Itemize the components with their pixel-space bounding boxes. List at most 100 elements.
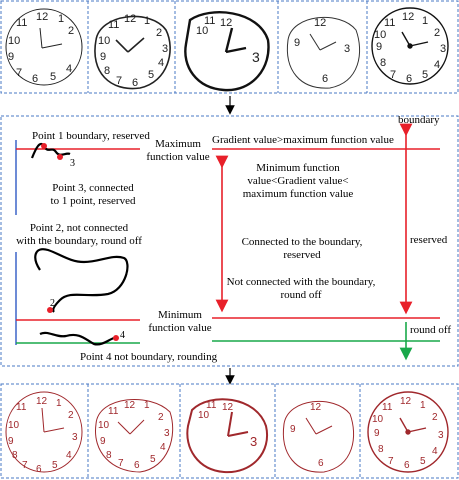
output-clock-2-num-9: 9 [100, 436, 106, 447]
output-clock-5-num-11: 11 [382, 402, 393, 413]
input-clock-3 [184, 11, 270, 92]
output-clock-5-num-5: 5 [420, 456, 426, 467]
curve-points-1-3 [30, 142, 71, 159]
reserved-label: reserved [410, 234, 448, 246]
output-clock-5-num-3: 3 [438, 430, 444, 441]
output-clock-1-num-6: 6 [36, 464, 42, 475]
max-function-label: Maximum function value [138, 138, 218, 164]
boundary-label: boundary [398, 114, 440, 126]
not-connected-label: Not connected with the boundary, round o… [206, 276, 396, 302]
point-2-marker: 2 [50, 298, 55, 309]
output-clock-2 [95, 399, 174, 473]
point-2-label-line-1: Point 2, not connected [29, 222, 129, 234]
input-clock-2-num-7: 7 [116, 75, 122, 87]
output-clock-1-num-8: 8 [12, 450, 18, 461]
input-clock-1-num-7: 7 [16, 67, 22, 79]
input-clock-4-num-3: 3 [344, 43, 350, 55]
point-3-label-line-2: to 1 point, reserved [50, 195, 136, 207]
output-clock-1 [5, 391, 83, 473]
input-clock-1-num-4: 4 [66, 63, 72, 75]
input-clock-5-num-8: 8 [380, 57, 386, 69]
output-clock-2-num-2: 2 [158, 412, 164, 423]
input-clock-2-num-10: 10 [98, 35, 110, 47]
output-clock-5-num-12: 12 [400, 396, 412, 407]
min-function-label-line-2: function value [148, 322, 212, 334]
point-2-dot [47, 307, 53, 313]
output-clock-1-num-7: 7 [22, 460, 28, 471]
output-clock-1-num-2: 2 [68, 410, 74, 421]
output-clock-4-num-12: 12 [310, 402, 322, 413]
input-clock-3-num-12: 12 [220, 17, 232, 29]
input-clock-5-num-5: 5 [422, 69, 428, 81]
output-clock-5-num-8: 8 [378, 444, 384, 455]
not-connected-label-line-1: Not connected with the boundary, [226, 276, 376, 288]
input-clock-2-num-1: 1 [144, 15, 150, 27]
input-clock-2-num-6: 6 [132, 77, 138, 89]
input-clock-5-num-9: 9 [376, 41, 382, 53]
input-clock-4-num-9: 9 [294, 37, 300, 49]
output-clock-2-num-12: 12 [124, 400, 136, 411]
output-clock-5-num-6: 6 [404, 460, 410, 471]
input-clock-2-num-4: 4 [158, 57, 164, 69]
output-clock-4 [282, 400, 355, 473]
output-clock-5-num-1: 1 [420, 400, 426, 411]
input-clock-2-num-3: 3 [162, 43, 168, 55]
connected-label: Connected to the boundary, reserved [222, 236, 382, 262]
output-clock-5-num-9: 9 [374, 428, 380, 439]
input-clock-5-num-6: 6 [406, 73, 412, 85]
input-clock-2 [94, 15, 171, 90]
input-row-panel [0, 0, 459, 94]
input-clock-5-num-1: 1 [422, 15, 428, 27]
output-row-panel [0, 383, 459, 479]
input-clock-5-num-2: 2 [434, 27, 440, 39]
input-clock-2-num-9: 9 [100, 51, 106, 63]
input-clock-5-num-4: 4 [434, 59, 440, 71]
round-off-label: round off [410, 324, 452, 336]
input-clock-1-num-5: 5 [50, 71, 56, 83]
output-clock-2-num-4: 4 [160, 442, 166, 453]
middle-range-label-line-2: value<Gradient value< [247, 175, 349, 187]
output-clock-2-num-7: 7 [118, 458, 124, 469]
point-2-label: Point 2, not connected with the boundary… [4, 222, 154, 248]
curve-point-4 [39, 331, 115, 346]
point-4-dot [113, 335, 119, 341]
point-1-label: Point 1 boundary, reserved [32, 130, 150, 142]
connected-label-line-1: Connected to the boundary, [241, 236, 363, 248]
output-clock-1-num-4: 4 [66, 450, 72, 461]
input-clock-1-num-2: 2 [68, 25, 74, 37]
output-clock-1-num-5: 5 [52, 460, 58, 471]
output-clock-3-num-12: 12 [222, 402, 234, 413]
point-4-label: Point 4 not boundary, rounding [80, 351, 218, 363]
input-clock-2-num-11: 11 [108, 19, 119, 31]
output-clock-2-num-10: 10 [98, 420, 110, 431]
output-clock-1-num-11: 11 [16, 402, 27, 413]
output-clock-3-num-11: 11 [206, 400, 217, 411]
max-function-label-line-1: Maximum [155, 138, 201, 150]
output-clock-5-num-2: 2 [432, 412, 438, 423]
input-clock-4-num-12: 12 [314, 17, 326, 29]
input-clock-3-num-11: 11 [204, 15, 215, 27]
connected-label-line-2: reserved [283, 249, 321, 261]
input-clock-3-num-3: 3 [252, 49, 260, 65]
input-clock-1-num-12: 12 [36, 11, 48, 23]
output-clock-1-num-12: 12 [36, 396, 48, 407]
point-3-label-line-1: Point 3, connected [52, 182, 134, 194]
output-clock-4-num-6: 6 [318, 458, 324, 469]
middle-range-label: Minimum function value<Gradient value< m… [228, 162, 368, 201]
input-clock-1 [5, 8, 83, 86]
output-clock-1-num-9: 9 [8, 436, 14, 447]
input-clock-1-num-6: 6 [32, 73, 38, 85]
input-clock-3-num-10: 10 [196, 25, 208, 37]
input-clock-5-num-12: 12 [402, 11, 414, 23]
input-clock-1-num-9: 9 [8, 51, 14, 63]
curve-point-2 [34, 248, 129, 313]
input-clock-4 [286, 16, 361, 89]
min-function-label-line-1: Minimum [157, 309, 202, 321]
output-clock-5-num-4: 4 [432, 446, 438, 457]
output-clock-1-num-1: 1 [56, 398, 62, 409]
middle-range-label-line-1: Minimum function [256, 162, 340, 174]
output-clock-2-num-1: 1 [144, 400, 150, 411]
point-4-marker: 4 [120, 330, 125, 341]
point-3-label: Point 3, connected to 1 point, reserved [30, 182, 156, 208]
